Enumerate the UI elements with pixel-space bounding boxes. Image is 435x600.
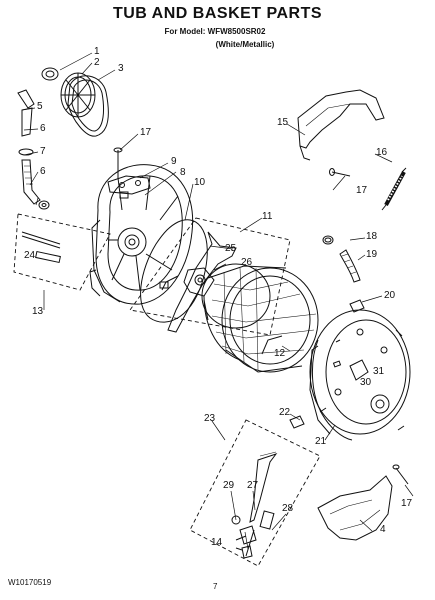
- suspension-spring: [381, 167, 407, 211]
- callout-12: 12: [274, 348, 286, 359]
- rear-tub: [89, 164, 194, 305]
- callout-3: 3: [118, 63, 124, 74]
- callout-2: 2: [94, 57, 100, 68]
- callout-5: 5: [37, 101, 43, 112]
- callout-24: 24: [24, 250, 36, 261]
- callout-17-lower: 17: [401, 498, 413, 509]
- callout-31: 31: [373, 366, 385, 377]
- callout-25: 25: [225, 243, 237, 254]
- hose-assembly: [17, 89, 50, 210]
- callout-10: 10: [194, 177, 206, 188]
- tub-seal-ring: [140, 219, 208, 323]
- page-number: 7: [213, 582, 218, 591]
- callout-30: 30: [360, 377, 372, 388]
- callout-27: 27: [247, 480, 259, 491]
- tub-bottom-bracket: [317, 475, 393, 541]
- screw-lower: [392, 464, 409, 485]
- wash-basket: [201, 263, 319, 373]
- damper-assembly: [231, 451, 278, 559]
- callout-22: 22: [279, 407, 291, 418]
- callout-8: 8: [180, 167, 186, 178]
- bracket-screw: [107, 147, 151, 195]
- callout-21: 21: [315, 436, 327, 447]
- document-number: W10170519: [8, 578, 52, 587]
- callout-4: 4: [380, 524, 386, 535]
- callout-6-lower: 6: [40, 166, 46, 177]
- tub-hardware: [21, 231, 61, 264]
- callout-23: 23: [204, 413, 216, 424]
- model-line: For Model: WFW8500SR02: [164, 27, 266, 36]
- callout-28: 28: [282, 503, 294, 514]
- callout-26: 26: [241, 257, 253, 268]
- callout-17-mid: 17: [356, 185, 368, 196]
- callout-16: 16: [376, 147, 388, 158]
- callout-11: 11: [262, 211, 273, 222]
- diagram-title: TUB AND BASKET PARTS: [112, 5, 323, 22]
- callout-7: 7: [40, 146, 46, 157]
- callout-18: 18: [366, 231, 378, 242]
- clamp-hose-clip: [322, 235, 365, 313]
- callout-14: 14: [211, 537, 223, 548]
- callout-6-upper: 6: [40, 123, 46, 134]
- callout-13: 13: [32, 306, 44, 317]
- screw-mid: [329, 168, 351, 177]
- drive-pulley-belt: [41, 67, 109, 137]
- callout-1: 1: [94, 46, 100, 57]
- callout-9: 9: [171, 156, 177, 167]
- callout-19: 19: [366, 249, 378, 260]
- front-tub: [309, 309, 411, 441]
- variant-line: (White/Metallic): [215, 40, 275, 49]
- callout-29: 29: [223, 480, 235, 491]
- dashed-group-boxes: [13, 213, 321, 567]
- clip-22: [289, 415, 305, 429]
- callout-20: 20: [384, 290, 396, 301]
- leader-lines: [21, 52, 414, 550]
- callout-15: 15: [277, 117, 289, 128]
- callout-17-upper: 17: [140, 127, 152, 138]
- tub-top-bracket: [297, 89, 385, 161]
